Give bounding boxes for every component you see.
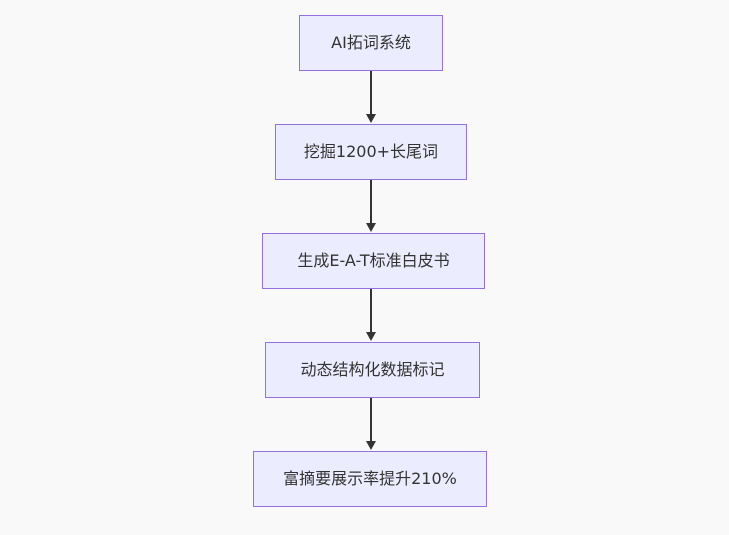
flow-arrow-3 xyxy=(366,289,376,341)
arrow-head-icon xyxy=(366,332,376,341)
flow-node-longtail-mining: 挖掘1200+长尾词 xyxy=(275,124,467,180)
arrow-line xyxy=(370,71,372,115)
flow-arrow-2 xyxy=(366,180,376,232)
flow-node-ai-keyword-system: AI拓词系统 xyxy=(299,15,443,71)
flow-arrow-4 xyxy=(366,398,376,450)
arrow-head-icon xyxy=(366,223,376,232)
arrow-head-icon xyxy=(366,114,376,123)
node-label: 生成E-A-T标准白皮书 xyxy=(297,251,450,270)
node-label: 挖掘1200+长尾词 xyxy=(303,142,439,161)
node-label: 富摘要展示率提升210% xyxy=(283,469,457,488)
flow-node-eat-whitepaper: 生成E-A-T标准白皮书 xyxy=(262,233,485,289)
flow-node-structured-data-markup: 动态结构化数据标记 xyxy=(265,342,480,398)
arrow-head-icon xyxy=(366,441,376,450)
flow-arrow-1 xyxy=(366,71,376,123)
node-label: AI拓词系统 xyxy=(331,33,411,52)
node-label: 动态结构化数据标记 xyxy=(300,360,445,379)
arrow-line xyxy=(370,180,372,224)
arrow-line xyxy=(370,398,372,442)
flow-node-rich-snippet-result: 富摘要展示率提升210% xyxy=(253,451,487,507)
arrow-line xyxy=(370,289,372,333)
